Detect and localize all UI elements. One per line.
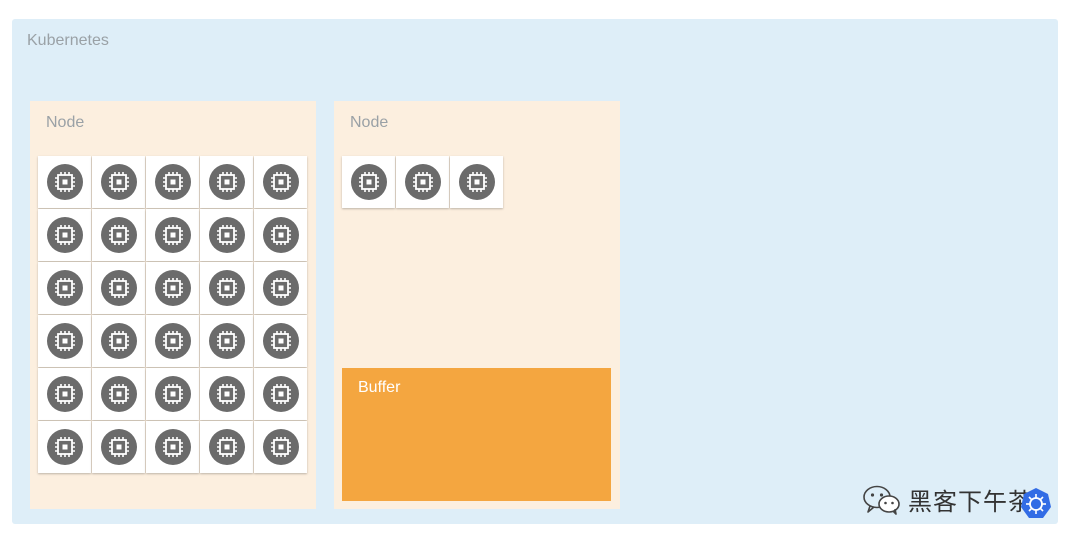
node-title: Node xyxy=(46,114,85,131)
node-2: Node Buffer xyxy=(334,101,620,509)
cpu-chip-icon xyxy=(100,217,137,253)
cpu-chip-icon xyxy=(100,323,137,359)
pod xyxy=(92,262,145,314)
cpu-chip-icon xyxy=(262,323,299,359)
pod xyxy=(146,368,199,420)
cpu-chip-icon xyxy=(208,217,245,253)
watermark: 黑客下午茶 xyxy=(862,482,1033,517)
cpu-chip-icon xyxy=(208,323,245,359)
pod xyxy=(146,262,199,314)
pod xyxy=(450,156,503,208)
cpu-chip-icon xyxy=(262,270,299,306)
cpu-chip-icon xyxy=(46,376,83,412)
pod xyxy=(146,421,199,473)
pod xyxy=(146,156,199,208)
cpu-chip-icon xyxy=(100,270,137,306)
pod xyxy=(92,315,145,367)
cpu-chip-icon xyxy=(154,429,191,465)
cpu-chip-icon xyxy=(208,164,245,200)
cpu-chip-icon xyxy=(154,376,191,412)
pod xyxy=(254,209,307,261)
cpu-chip-icon xyxy=(100,429,137,465)
pod xyxy=(254,368,307,420)
cpu-chip-icon xyxy=(262,217,299,253)
cpu-chip-icon xyxy=(208,376,245,412)
buffer-label: Buffer xyxy=(358,379,401,396)
pod xyxy=(38,209,91,261)
cpu-chip-icon xyxy=(46,217,83,253)
pod-grid xyxy=(38,156,307,473)
cpu-chip-icon xyxy=(262,429,299,465)
pod xyxy=(200,262,253,314)
watermark-text: 黑客下午茶 xyxy=(908,488,1033,516)
pod xyxy=(146,209,199,261)
cpu-chip-icon xyxy=(154,217,191,253)
cpu-chip-icon xyxy=(154,164,191,200)
cpu-chip-icon xyxy=(46,323,83,359)
pod xyxy=(146,315,199,367)
pod xyxy=(200,368,253,420)
wechat-icon xyxy=(863,485,900,515)
pod xyxy=(396,156,449,208)
buffer-block: Buffer xyxy=(342,368,611,501)
cpu-chip-icon xyxy=(154,270,191,306)
cpu-chip-icon xyxy=(458,164,495,200)
pod xyxy=(200,315,253,367)
pod xyxy=(254,262,307,314)
cpu-chip-icon xyxy=(262,376,299,412)
pod xyxy=(92,156,145,208)
cpu-chip-icon xyxy=(350,164,387,200)
cpu-chip-icon xyxy=(208,429,245,465)
pod xyxy=(92,421,145,473)
cpu-chip-icon xyxy=(404,164,441,200)
kubernetes-icon xyxy=(1021,488,1051,518)
cpu-chip-icon xyxy=(46,429,83,465)
cpu-chip-icon xyxy=(154,323,191,359)
pod xyxy=(92,368,145,420)
pod xyxy=(254,421,307,473)
pod xyxy=(254,315,307,367)
node-title: Node xyxy=(350,114,389,131)
cluster-title: Kubernetes xyxy=(27,32,109,49)
cpu-chip-icon xyxy=(100,376,137,412)
cpu-chip-icon xyxy=(46,270,83,306)
pod xyxy=(38,262,91,314)
cpu-chip-icon xyxy=(262,164,299,200)
pod xyxy=(38,421,91,473)
pod xyxy=(38,315,91,367)
pod xyxy=(200,156,253,208)
cpu-chip-icon xyxy=(100,164,137,200)
cpu-chip-icon xyxy=(208,270,245,306)
pod xyxy=(200,421,253,473)
pod xyxy=(254,156,307,208)
node-1: Node xyxy=(30,101,316,509)
pod xyxy=(38,368,91,420)
pod xyxy=(342,156,395,208)
pod xyxy=(200,209,253,261)
pod xyxy=(92,209,145,261)
kubernetes-cluster: Kubernetes Node Node Buffer xyxy=(12,19,1058,524)
pod xyxy=(38,156,91,208)
cpu-chip-icon xyxy=(46,164,83,200)
pod-grid xyxy=(342,156,503,208)
